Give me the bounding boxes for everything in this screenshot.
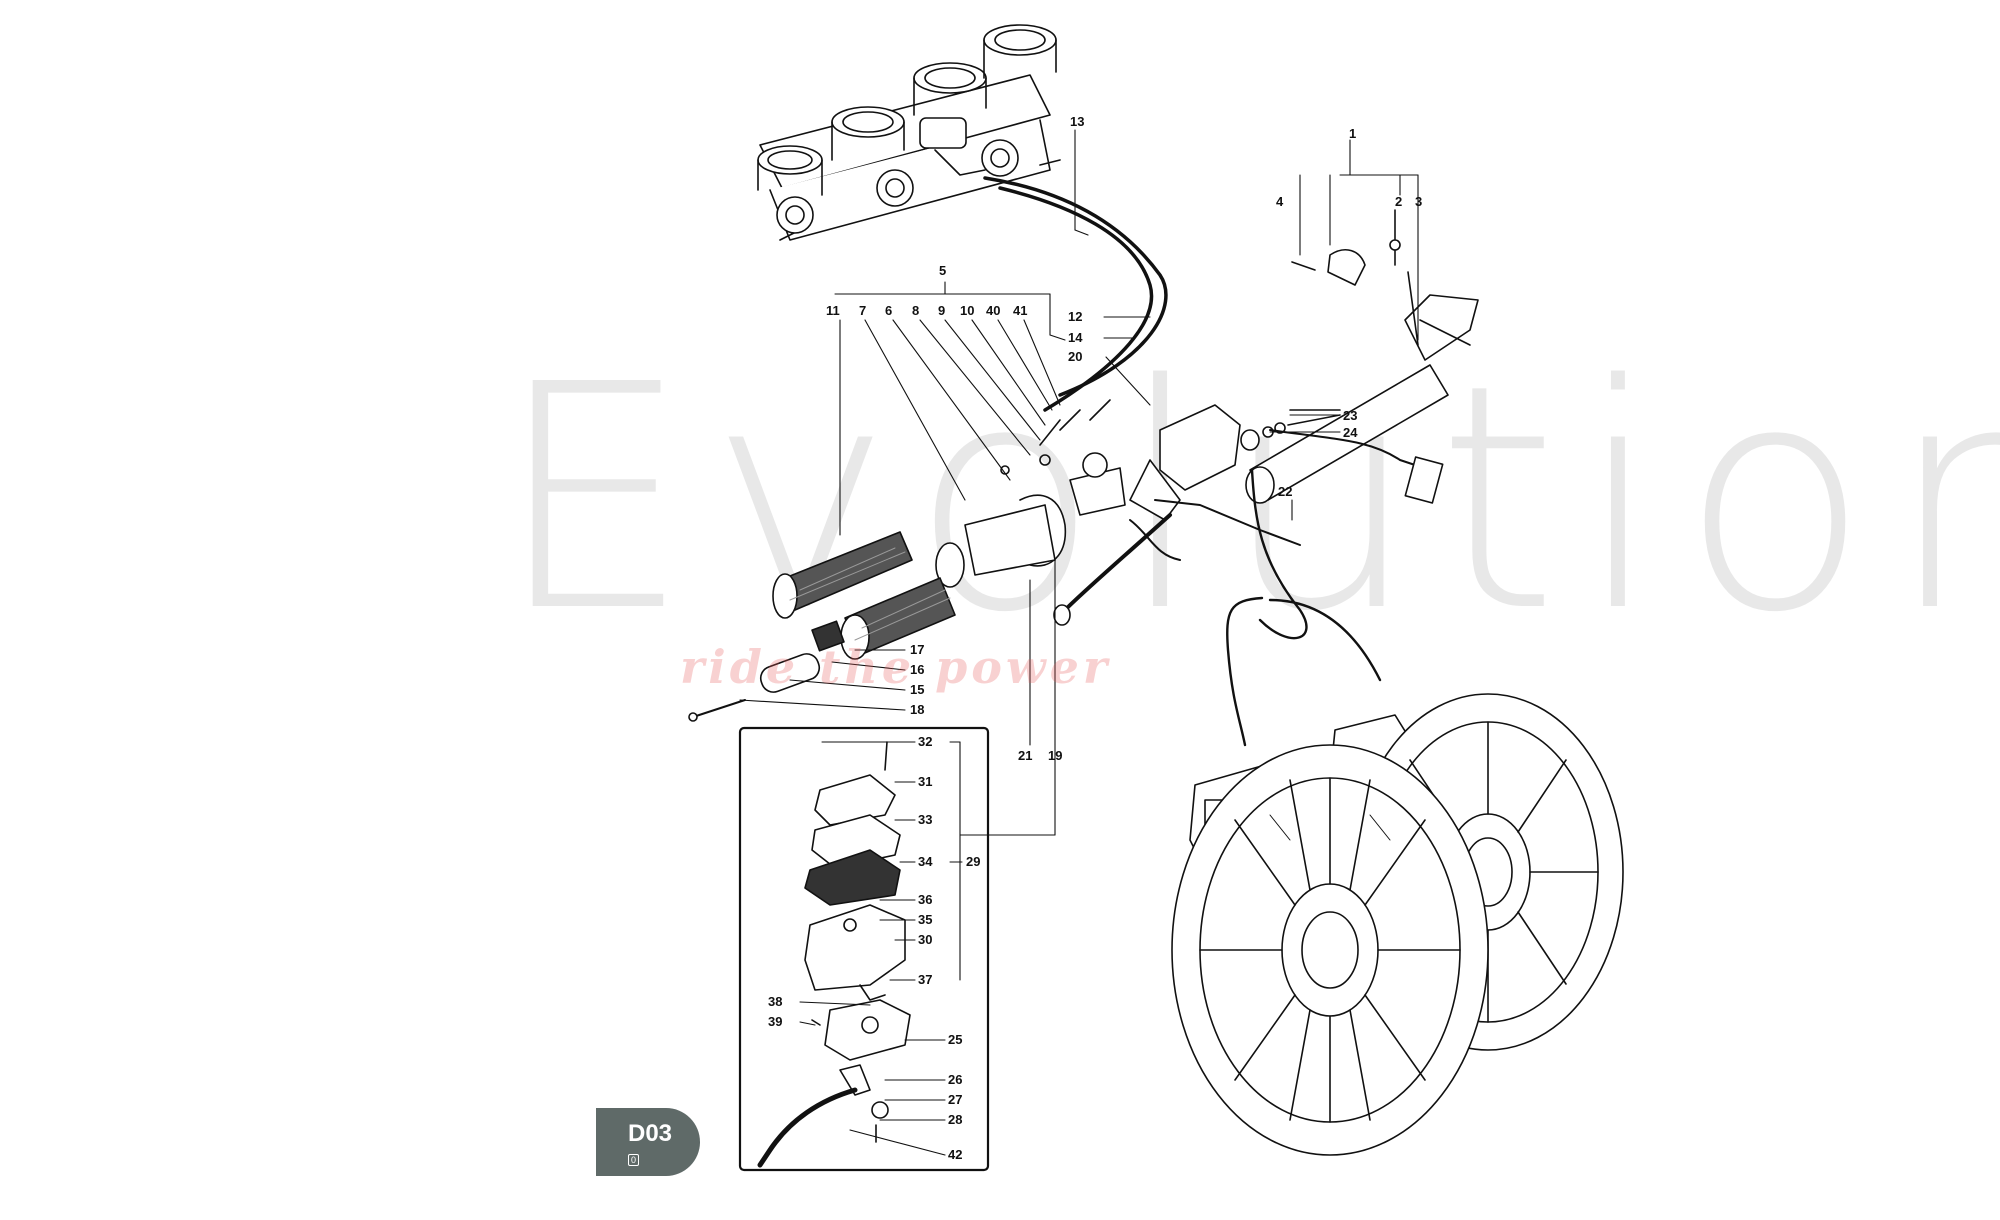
- master-cylinder: [1053, 404, 1444, 626]
- brake-disc-front: [1171, 744, 1489, 1156]
- callout-2: 2: [1395, 194, 1402, 209]
- callout-27: 27: [948, 1092, 962, 1107]
- callout-38: 38: [768, 994, 782, 1009]
- callout-16: 16: [910, 662, 924, 677]
- callout-26: 26: [948, 1072, 962, 1087]
- callout-33: 33: [918, 812, 932, 827]
- callout-8: 8: [912, 303, 919, 318]
- callout-25: 25: [948, 1032, 962, 1047]
- callout-14: 14: [1068, 330, 1083, 345]
- reservoir-diaphragm: [804, 814, 901, 906]
- bar-end-parts: [688, 620, 845, 722]
- throttle-bodies: [757, 24, 1061, 241]
- callout-3: 3: [1415, 194, 1422, 209]
- reservoir-body: [804, 904, 906, 1001]
- page-badge: D03 0: [596, 1108, 700, 1176]
- callout-23: 23: [1343, 408, 1357, 423]
- callout-leaders: [739, 129, 1419, 1156]
- callout-7: 7: [859, 303, 866, 318]
- callout-40: 40: [986, 303, 1000, 318]
- page-code: D03: [628, 1120, 673, 1147]
- callout-22: 22: [1278, 484, 1292, 499]
- callout-5: 5: [939, 263, 946, 278]
- pump-body: [811, 999, 911, 1061]
- switch-and-throttle: [935, 399, 1181, 588]
- callout-9: 9: [938, 303, 945, 318]
- callout-13: 13: [1070, 114, 1084, 129]
- callout-41: 41: [1013, 303, 1027, 318]
- callout-32: 32: [918, 734, 932, 749]
- callout-20: 20: [1068, 349, 1082, 364]
- reservoir-cap: [814, 741, 896, 826]
- callout-10: 10: [960, 303, 974, 318]
- callout-29: 29: [966, 854, 980, 869]
- callout-21: 21: [1018, 748, 1032, 763]
- callout-1: 1: [1349, 126, 1356, 141]
- callout-4: 4: [1276, 194, 1284, 209]
- callout-30: 30: [918, 932, 932, 947]
- throttle-cables: [983, 176, 1168, 412]
- handlebar-grips: [772, 531, 956, 660]
- callout-24: 24: [1343, 425, 1358, 440]
- callout-15: 15: [910, 682, 924, 697]
- callout-labels: 1 2 3 4 5 7 6 8 9 11 10 40 41 13 12 14 2…: [768, 114, 1422, 1162]
- callout-31: 31: [918, 774, 932, 789]
- callout-42: 42: [948, 1147, 962, 1162]
- callout-19: 19: [1048, 748, 1062, 763]
- callout-35: 35: [918, 912, 932, 927]
- detail-lever: [757, 1064, 889, 1168]
- brake-hose: [1226, 468, 1382, 747]
- callout-17: 17: [910, 642, 924, 657]
- detail-box: [738, 726, 990, 1172]
- callout-36: 36: [918, 892, 932, 907]
- callout-37: 37: [918, 972, 932, 987]
- callout-28: 28: [948, 1112, 962, 1127]
- callout-6: 6: [885, 303, 892, 318]
- callout-39: 39: [768, 1014, 782, 1029]
- callout-34: 34: [918, 854, 933, 869]
- callout-18: 18: [910, 702, 924, 717]
- handlebar-tube: [1245, 209, 1479, 504]
- callout-11: 11: [826, 303, 840, 318]
- callout-12: 12: [1068, 309, 1082, 324]
- revision-tag: 0: [628, 1154, 640, 1166]
